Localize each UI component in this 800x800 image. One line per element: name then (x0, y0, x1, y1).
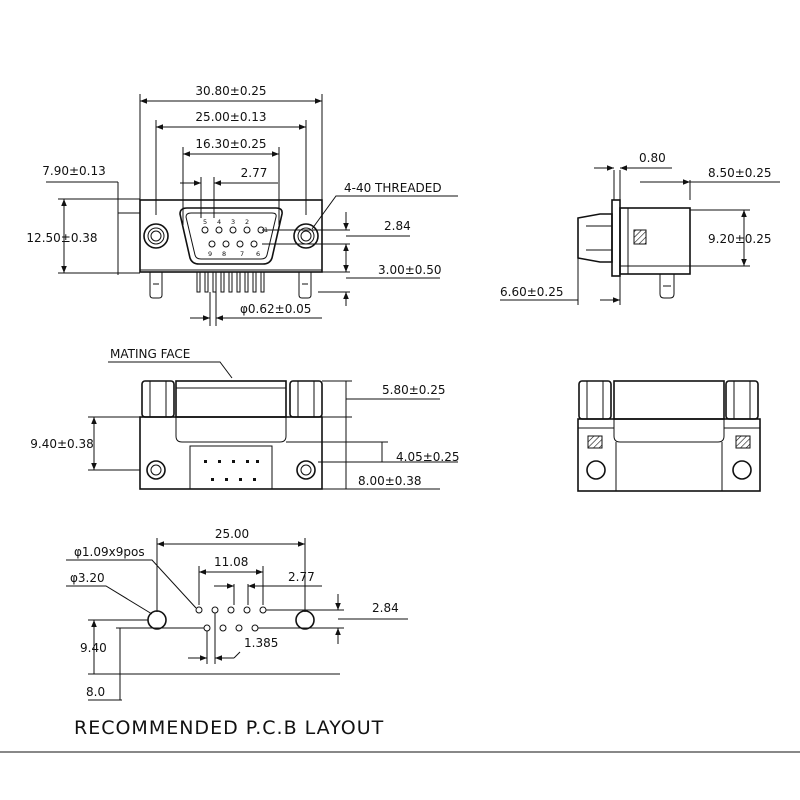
side-board-lock (659, 274, 675, 299)
pin-tails (196, 271, 265, 293)
pin-label: 8 (222, 250, 226, 258)
note-thread: 4-40 THREADED (344, 181, 442, 195)
mating-face-leader (108, 361, 233, 379)
dim-v1: 9.40 (80, 641, 107, 655)
dim-hole-spacing: 25.00 (215, 527, 249, 541)
board-lock-left (149, 272, 163, 299)
rear-shell (613, 380, 725, 420)
side-hatch (633, 229, 647, 245)
dim-pitch: 2.77 (288, 570, 315, 584)
top-body (189, 445, 273, 490)
d-shell-outer (179, 207, 283, 265)
top-screw-right (289, 380, 323, 418)
dim-pin-diameter: φ0.62±0.05 (240, 302, 311, 316)
dim-overall: 9.40±0.38 (30, 437, 94, 451)
dim-shell-height: 5.80±0.25 (382, 383, 446, 397)
board-lock-right (298, 272, 312, 299)
dim-flange: 0.80 (639, 151, 666, 165)
dim-depth: 8.00±0.38 (358, 474, 422, 488)
rear-view (577, 380, 761, 492)
dim-depth: 8.50±0.25 (708, 166, 772, 180)
dim-tail-length: 3.00±0.50 (378, 263, 442, 277)
rear-screw-right (725, 380, 759, 420)
pins-bottom-row: 9 8 7 6 (208, 240, 260, 258)
dim-pin-span: 16.30±0.25 (195, 137, 266, 151)
side-view: 0.80 8.50±0.25 9.20±0.25 6.60±0.25 (500, 151, 780, 305)
dim-pin-span: 11.08 (214, 555, 248, 569)
dim-row: 4.05±0.25 (396, 450, 460, 464)
dim-height: 9.20±0.25 (708, 232, 772, 246)
front-view: 30.80±0.25 25.00±0.13 16.30±0.25 2.77 7.… (26, 84, 458, 326)
dim-v2: 8.0 (86, 685, 105, 699)
dim-row: 2.84 (372, 601, 399, 615)
pin-label: 2 (245, 218, 249, 226)
pin-label: 6 (256, 250, 260, 258)
pcb-mount-hole-left (147, 610, 167, 630)
rear-hatch-left (587, 435, 603, 449)
dim-offset: 6.60±0.25 (500, 285, 564, 299)
mount-hole-right (293, 223, 319, 249)
mount-hole-left (143, 223, 169, 249)
dim-height: 12.50±0.38 (26, 231, 97, 245)
side-body (619, 207, 691, 275)
side-shell (577, 213, 613, 263)
d-shell-inner (185, 212, 277, 260)
top-mount-left (146, 460, 166, 480)
top-shell (175, 380, 287, 418)
pin-hole-leader (66, 559, 197, 609)
pin-label: 7 (240, 250, 244, 258)
dim-row-spacing: 2.84 (384, 219, 411, 233)
pcb-mount-hole-right (295, 610, 315, 630)
top-flange (139, 416, 323, 490)
pin-label: 5 (203, 218, 207, 226)
dim-mount-hole: φ3.20 (70, 571, 105, 585)
top-pin-dots (204, 460, 259, 481)
rear-hole-left (586, 460, 606, 480)
pin-label: 9 (208, 250, 212, 258)
top-shell-lip (175, 417, 287, 443)
top-view: MATING FACE (30, 347, 460, 490)
top-screw-left (141, 380, 175, 418)
pcb-layout-title: RECOMMENDED P.C.B LAYOUT (74, 717, 384, 739)
side-flange (611, 199, 621, 277)
dim-pin-holes: φ1.09x9pos (74, 545, 145, 559)
rear-hatch-right (735, 435, 751, 449)
top-mount-right (296, 460, 316, 480)
dim-overall-width: 30.80±0.25 (195, 84, 266, 98)
pcb-pin-holes (195, 606, 267, 632)
label-mating-face: MATING FACE (110, 347, 190, 361)
mount-hole-leader (66, 585, 153, 615)
rear-flange (577, 418, 761, 492)
dim-shell-width: 25.00±0.13 (195, 110, 266, 124)
dim-left-offset: 7.90±0.13 (42, 164, 106, 178)
rear-hole-right (732, 460, 752, 480)
dim-half-pitch: 1.385 (244, 636, 278, 650)
pins-top-row: 5 4 3 2 1 (201, 218, 268, 234)
pin-label: 3 (231, 218, 235, 226)
pin-label: 4 (217, 218, 221, 226)
pcb-layout: 25.00 φ1.09x9pos 11.08 2.77 φ3.20 (66, 527, 408, 739)
rear-screw-left (578, 380, 612, 420)
dim-pin-pitch: 2.77 (241, 166, 268, 180)
